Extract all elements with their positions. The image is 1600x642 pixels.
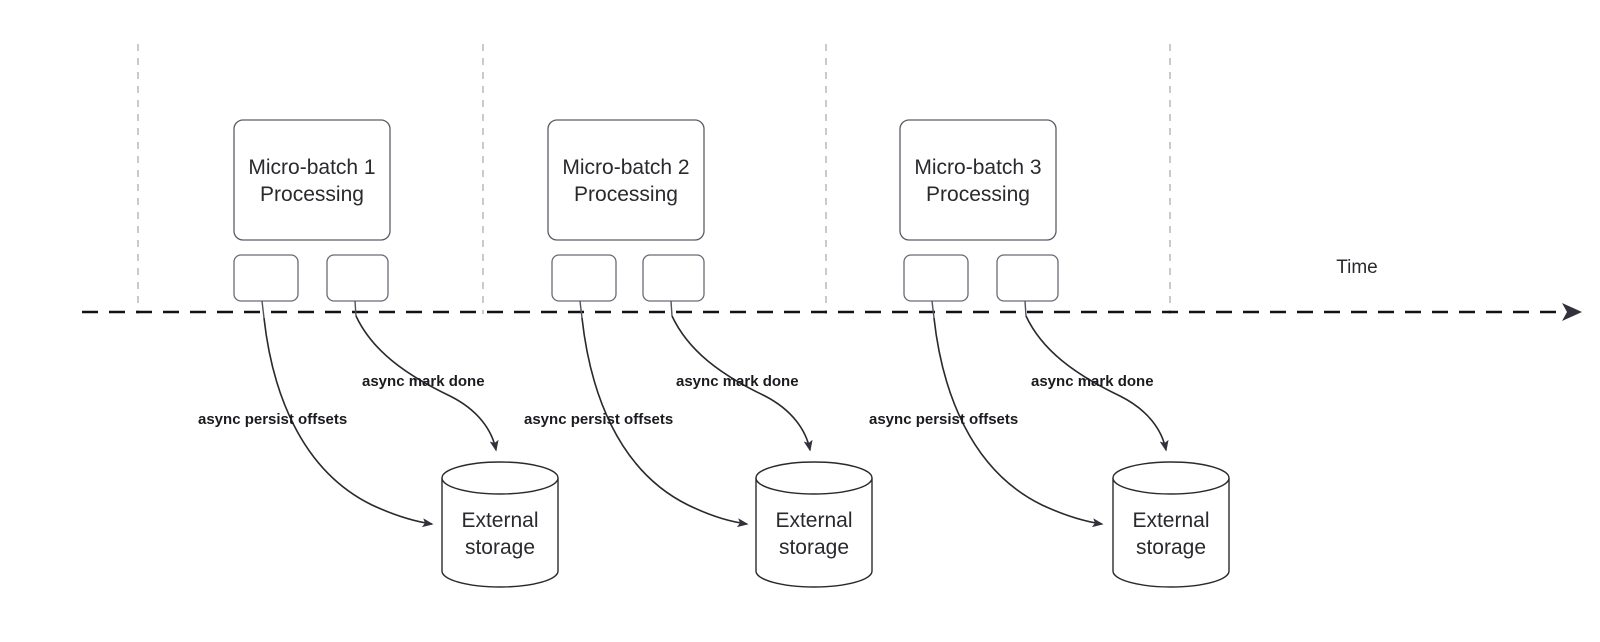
storage-1-line1: External xyxy=(461,509,538,532)
stem-3a xyxy=(931,300,935,319)
storage-cylinder-1-body xyxy=(441,478,559,588)
storage-3-line2: storage xyxy=(1136,536,1206,559)
stem-3b xyxy=(1024,300,1027,317)
label-async-persist-offsets-1: async persist offsets xyxy=(198,411,347,428)
label-async-mark-done-1: async mark done xyxy=(362,373,485,390)
label-async-mark-done-2: async mark done xyxy=(676,373,799,390)
group-3: Micro-batch 3 Processing External storag… xyxy=(869,119,1230,588)
timeline-arrowhead xyxy=(1562,303,1582,321)
mini-box-3b[interactable] xyxy=(996,254,1059,302)
batch-box-3[interactable] xyxy=(899,119,1057,241)
batch-box-1[interactable] xyxy=(233,119,391,241)
label-async-persist-offsets-3: async persist offsets xyxy=(869,411,1018,428)
stem-1b xyxy=(354,300,357,317)
storage-cylinder-2-top xyxy=(755,461,873,495)
batch-box-3-line1: Micro-batch 3 xyxy=(914,156,1041,179)
flow-mark-done-2 xyxy=(671,315,813,452)
storage-cylinder-2-body xyxy=(755,478,873,588)
time-axis-label: Time xyxy=(1336,257,1378,278)
batch-box-1-line1: Micro-batch 1 xyxy=(248,156,375,179)
batch-box-3-line2: Processing xyxy=(926,183,1030,206)
stem-1a xyxy=(261,300,265,319)
mini-box-1b[interactable] xyxy=(326,254,389,302)
batch-box-2[interactable] xyxy=(547,119,705,241)
label-async-mark-done-3: async mark done xyxy=(1031,373,1154,390)
storage-cylinder-3-top xyxy=(1112,461,1230,495)
flow-mark-done-3 xyxy=(1025,315,1169,452)
mini-box-2b[interactable] xyxy=(642,254,705,302)
flow-persist-offsets-2 xyxy=(581,317,749,528)
stem-2a xyxy=(579,300,583,319)
label-async-persist-offsets-2: async persist offsets xyxy=(524,411,673,428)
mini-box-3a[interactable] xyxy=(903,254,969,302)
storage-2-line1: External xyxy=(775,509,852,532)
batch-box-1-line2: Processing xyxy=(260,183,364,206)
group-2: Micro-batch 2 Processing External storag… xyxy=(524,119,873,588)
flow-mark-done-1 xyxy=(355,315,499,452)
storage-2-line2: storage xyxy=(779,536,849,559)
storage-cylinder-3-body xyxy=(1112,478,1230,588)
stem-2b xyxy=(670,300,673,317)
mini-box-1a[interactable] xyxy=(233,254,299,302)
guide-lines xyxy=(137,44,1171,314)
mini-box-2a[interactable] xyxy=(551,254,617,302)
flow-persist-offsets-3 xyxy=(933,317,1104,528)
storage-3-line1: External xyxy=(1132,509,1209,532)
batch-box-2-line2: Processing xyxy=(574,183,678,206)
flow-persist-offsets-1 xyxy=(263,317,434,528)
batch-box-2-line1: Micro-batch 2 xyxy=(562,156,689,179)
group-1: Micro-batch 1 Processing External storag… xyxy=(198,119,559,588)
storage-cylinder-1-top xyxy=(441,461,559,495)
timeline-axis xyxy=(82,303,1582,321)
storage-1-line2: storage xyxy=(465,536,535,559)
